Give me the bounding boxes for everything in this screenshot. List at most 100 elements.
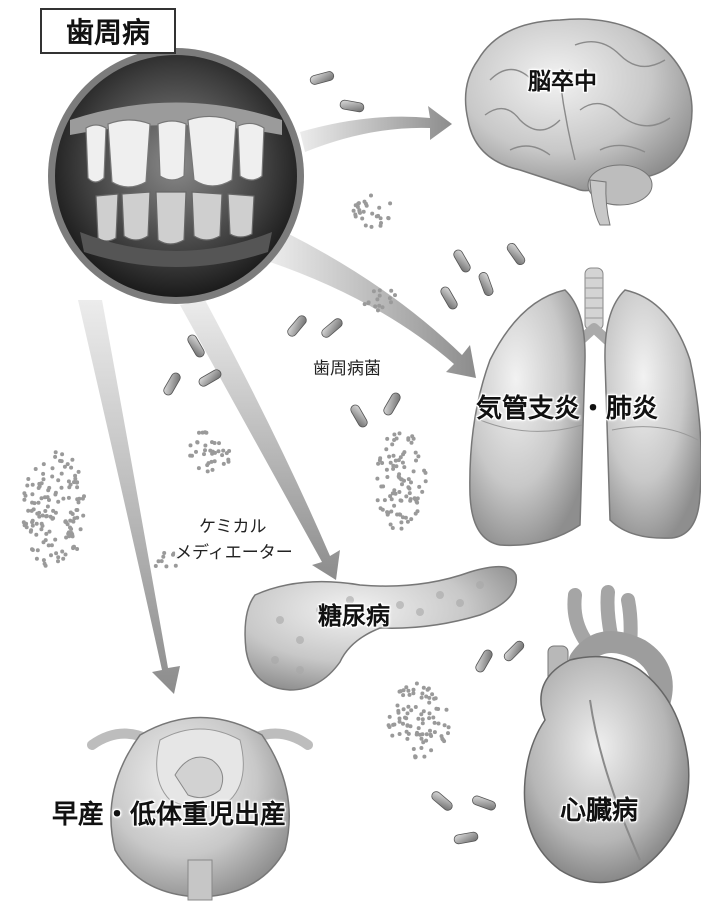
mediator-dot — [358, 210, 362, 214]
mediator-dot — [389, 510, 393, 514]
mediator-dot — [405, 724, 409, 728]
mediator-dot — [388, 296, 392, 300]
label-bronchitis-pneumonia: 気管支炎・肺炎 — [476, 388, 658, 425]
mediator-dot — [26, 509, 30, 513]
mediator-dot — [220, 453, 224, 457]
mediator-dot — [64, 553, 68, 557]
mediator-dot — [222, 462, 226, 466]
mediator-dot — [81, 514, 85, 518]
mediator-dot — [61, 557, 65, 561]
mediator-dot — [420, 737, 424, 741]
mediator-dot — [399, 689, 403, 693]
mediator-dot — [58, 459, 62, 463]
mediator-dot — [37, 515, 41, 519]
mediator-dot — [42, 477, 46, 481]
mediator-dot — [429, 748, 433, 752]
mediator-dot — [433, 721, 437, 725]
label-stroke: 脳卒中 — [528, 62, 597, 96]
mediator-dot — [398, 513, 402, 517]
mediator-dot — [75, 508, 79, 512]
mediator-dot — [373, 304, 377, 308]
mediator-dot — [61, 497, 65, 501]
mediator-dot — [424, 471, 428, 475]
mediator-dot — [392, 723, 396, 727]
mediator-dot — [22, 498, 26, 502]
mediator-dot — [203, 448, 207, 452]
mediator-dot — [49, 553, 53, 557]
mediator-dot — [54, 551, 58, 555]
mediator-dot — [397, 711, 401, 715]
mediator-dot — [429, 733, 433, 737]
mediator-dot — [381, 305, 385, 309]
mediator-dot — [409, 497, 413, 501]
mediator-dot — [354, 215, 358, 219]
mediator-dot — [383, 498, 387, 502]
mediator-dot — [412, 688, 416, 692]
mediator-dot — [37, 482, 41, 486]
mediator-dot — [37, 501, 41, 505]
mediator-dot — [389, 289, 393, 293]
mediator-dot — [414, 512, 418, 516]
mediator-dot — [56, 559, 60, 563]
mediator-dot — [31, 483, 35, 487]
mediator-dot — [408, 693, 412, 697]
mediator-dot — [422, 686, 426, 690]
mediator-dot — [377, 206, 381, 210]
label-diabetes: 糖尿病 — [318, 596, 390, 631]
mediator-dot — [221, 449, 225, 453]
mediator-dot — [56, 500, 60, 504]
mediator-dot — [174, 564, 178, 568]
mediator-dot — [440, 734, 444, 738]
mediator-dot — [30, 492, 34, 496]
mediator-dot — [77, 470, 81, 474]
label-mediator: メディエーター — [175, 538, 293, 563]
mediator-dot — [396, 704, 400, 708]
mediator-dot — [390, 734, 394, 738]
mediator-dot — [399, 498, 403, 502]
mediator-dot — [79, 527, 83, 531]
mediator-dot — [67, 485, 71, 489]
mediator-dot — [360, 217, 364, 221]
mediator-dot — [25, 484, 29, 488]
mediator-dot — [194, 450, 198, 454]
mediator-dot — [43, 495, 47, 499]
mediator-dot — [406, 485, 410, 489]
label-preterm-birth: 早産・低体重児出産 — [52, 794, 286, 831]
mediator-dot — [40, 522, 44, 526]
mediator-dot — [414, 705, 418, 709]
mediator-dot — [64, 519, 68, 523]
mediator-dot — [417, 726, 421, 730]
mediator-dot — [390, 497, 394, 501]
mediator-dot — [427, 716, 431, 720]
mediator-dot — [409, 708, 413, 712]
mediator-dot — [401, 461, 405, 465]
mediator-dot — [428, 711, 432, 715]
mediator-dot — [434, 707, 438, 711]
mediator-dot — [44, 538, 48, 542]
mediator-dot — [370, 212, 374, 216]
mediator-dot — [398, 720, 402, 724]
mediator-dot — [34, 533, 38, 537]
mediator-dot — [372, 289, 376, 293]
mediator-dot — [367, 300, 371, 304]
mediator-dot — [397, 458, 401, 462]
mediator-dot — [73, 477, 77, 481]
mediator-dot — [404, 516, 408, 520]
mediator-dot — [442, 739, 446, 743]
label-periodontal-bacteria: 歯周病菌 — [313, 354, 381, 379]
mediator-dot — [213, 451, 217, 455]
mediator-dot — [394, 464, 398, 468]
mediator-dot — [422, 755, 426, 759]
mediator-dot — [375, 477, 379, 481]
mediator-dot — [157, 559, 161, 563]
mediator-dot — [402, 465, 406, 469]
mediator-dot — [29, 530, 33, 534]
mediator-dot — [415, 501, 419, 505]
mediator-dot — [424, 739, 428, 743]
arrow-to-preterm — [78, 300, 180, 694]
mediator-dot — [24, 522, 28, 526]
mediator-dot — [401, 722, 405, 726]
mediator-dot — [75, 485, 79, 489]
mediator-dot — [385, 468, 389, 472]
mediator-dot — [164, 564, 168, 568]
